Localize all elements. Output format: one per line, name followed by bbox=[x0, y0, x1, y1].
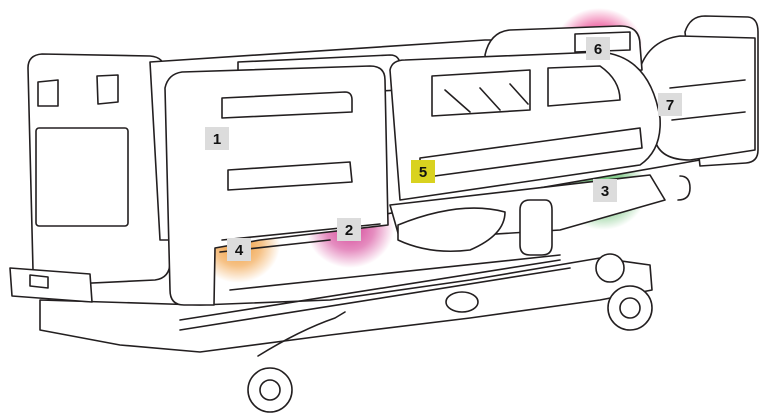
foot-control-box-screen bbox=[30, 275, 48, 288]
wheel-middle bbox=[446, 292, 478, 312]
underframe-actuator bbox=[520, 200, 552, 255]
zone-badge-4: 4 bbox=[227, 238, 251, 261]
zone-badge-1-label: 1 bbox=[213, 131, 221, 148]
zone-badge-3-label: 3 bbox=[601, 183, 609, 200]
footboard-handle-right bbox=[97, 75, 118, 104]
zone-badge-3: 3 bbox=[593, 179, 617, 202]
zone-badge-2: 2 bbox=[337, 218, 361, 241]
head-siderail-front-window-1 bbox=[432, 70, 530, 116]
underframe-latch bbox=[678, 176, 690, 200]
zone-badge-5-label: 5 bbox=[419, 164, 427, 181]
foot-control-box bbox=[10, 268, 92, 302]
zone-badge-6: 6 bbox=[586, 37, 610, 60]
wheel-front-left-hub bbox=[260, 380, 280, 400]
zone-badge-6-label: 6 bbox=[594, 41, 602, 58]
zone-badge-4-label: 4 bbox=[235, 242, 244, 259]
zone-badge-5: 5 bbox=[411, 160, 435, 183]
wheel-back bbox=[596, 254, 624, 282]
footboard-panel bbox=[36, 128, 128, 226]
footboard-handle-left bbox=[38, 80, 58, 106]
zone-badge-7: 7 bbox=[658, 93, 682, 116]
zone-badge-1: 1 bbox=[205, 127, 229, 150]
zone-badge-2-label: 2 bbox=[345, 222, 353, 239]
wheel-rear-right-hub bbox=[620, 298, 640, 318]
zone-badge-7-label: 7 bbox=[666, 97, 674, 114]
bed-line-art bbox=[10, 16, 758, 412]
